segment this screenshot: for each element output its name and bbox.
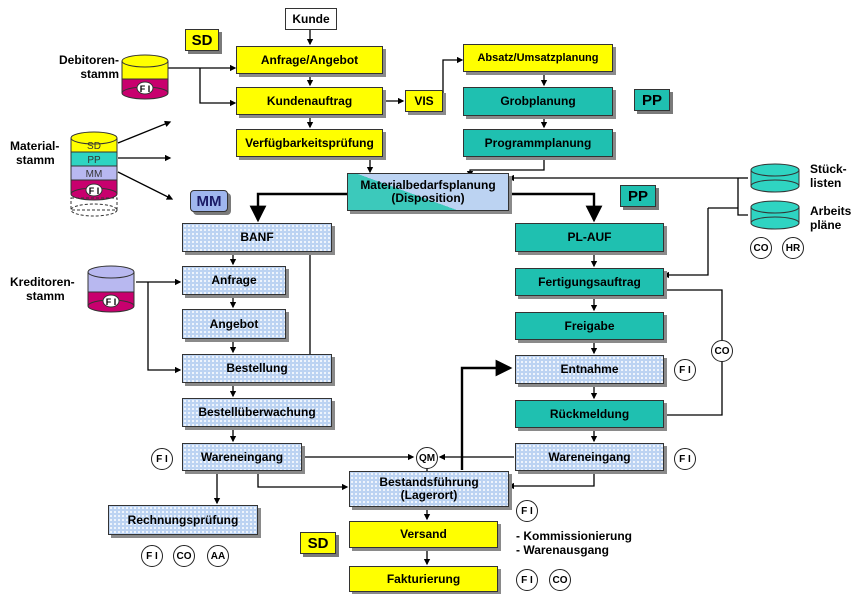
debitoren-fi-label: F I: [140, 84, 151, 94]
warenausgang-note: - Warenausgang: [516, 543, 609, 557]
arbeitsplaene-database-icon: [750, 200, 800, 230]
materialbedarfsplanung-subtitle: (Disposition): [391, 191, 465, 205]
aa-badge-rechnung: AA: [207, 545, 229, 567]
material-layer-mm: MM: [86, 169, 103, 180]
co-badge-rechnung: CO: [173, 545, 195, 567]
fi-badge-wareneingang-right: F I: [674, 448, 696, 470]
stuecklisten-label: Stück- listen: [810, 162, 847, 190]
pl-auf-box[interactable]: PL-AUF: [515, 223, 664, 252]
anfrage-box[interactable]: Anfrage: [182, 266, 286, 295]
arbeitsplaene-label: Arbeits pläne: [810, 204, 851, 232]
fakturierung-box[interactable]: Fakturierung: [349, 566, 498, 592]
kreditoren-fi-label: F I: [106, 297, 117, 307]
freigabe-box[interactable]: Freigabe: [515, 312, 664, 340]
stuecklisten-label-line2: listen: [810, 176, 842, 190]
sd-module-tag-bottom: SD: [300, 532, 336, 554]
versand-notes: - Kommissionierung - Warenausgang: [516, 529, 632, 557]
programmplanung-box[interactable]: Programmplanung: [463, 129, 613, 157]
debitoren-label-line2: stamm: [80, 67, 119, 81]
hr-badge-arbeitsplaene: HR: [782, 237, 804, 259]
kundenauftrag-box[interactable]: Kundenauftrag: [236, 87, 383, 115]
materialbedarfsplanung-title: Materialbedarfsplanung: [360, 178, 496, 192]
fi-badge-wareneingang-left: F I: [151, 448, 173, 470]
material-label-line1: Material-: [10, 139, 60, 153]
wareneingang-right-box[interactable]: Wareneingang: [515, 443, 664, 471]
stuecklisten-label-line1: Stück-: [810, 162, 847, 176]
material-stack-icon: SD PP MM F I: [70, 131, 118, 217]
grobplanung-box[interactable]: Grobplanung: [463, 87, 613, 116]
materialbedarfsplanung-box[interactable]: Materialbedarfsplanung (Disposition): [347, 173, 509, 211]
material-layer-pp: PP: [87, 155, 101, 166]
bestandsfuehrung-box[interactable]: Bestandsführung (Lagerort): [349, 471, 509, 507]
anfrage-angebot-box[interactable]: Anfrage/Angebot: [236, 46, 383, 74]
co-badge-arbeitsplaene: CO: [750, 237, 772, 259]
kreditoren-label-line2: stamm: [26, 289, 65, 303]
debitoren-label: Debitoren- stamm: [53, 53, 119, 81]
absatz-umsatzplanung-box[interactable]: Absatz/Umsatzplanung: [463, 44, 613, 72]
fi-badge-fakturierung: F I: [516, 569, 538, 591]
bestandsfuehrung-subtitle: (Lagerort): [400, 488, 458, 502]
fi-badge-rechnung: F I: [141, 545, 163, 567]
pp-module-tag-top: PP: [634, 89, 670, 111]
entnahme-box[interactable]: Entnahme: [515, 355, 664, 384]
bestellueberwachung-box[interactable]: Bestellüberwachung: [182, 398, 332, 427]
material-layer-fi: F I: [89, 186, 100, 196]
fi-badge-bestand: F I: [516, 500, 538, 522]
fi-badge-entnahme: F I: [674, 359, 696, 381]
debitoren-label-line1: Debitoren-: [59, 53, 119, 67]
kreditoren-label-line1: Kreditoren-: [10, 275, 75, 289]
material-label: Material- stamm: [10, 139, 70, 167]
kreditoren-label: Kreditoren- stamm: [10, 275, 90, 303]
banf-box[interactable]: BANF: [182, 223, 332, 252]
bestandsfuehrung-title: Bestandsführung: [379, 475, 479, 489]
arbeitsplaene-label-line1: Arbeits: [810, 204, 852, 218]
kreditoren-database-icon: F I: [87, 265, 135, 313]
versand-box[interactable]: Versand: [349, 521, 498, 548]
pp-module-tag-mid: PP: [620, 185, 656, 207]
bestellung-box[interactable]: Bestellung: [182, 354, 332, 383]
kommissionierung-note: - Kommissionierung: [516, 529, 633, 543]
sd-module-tag-top: SD: [185, 29, 219, 51]
co-badge-fakturierung: CO: [549, 569, 571, 591]
co-badge-right-loop: CO: [711, 340, 733, 362]
mm-module-tag: MM: [190, 190, 228, 212]
arbeitsplaene-label-line2: pläne: [810, 218, 842, 232]
material-layer-sd: SD: [87, 141, 101, 152]
rueckmeldung-box[interactable]: Rückmeldung: [515, 400, 664, 428]
qm-badge: QM: [416, 447, 438, 469]
fertigungsauftrag-box[interactable]: Fertigungsauftrag: [515, 268, 664, 296]
angebot-box[interactable]: Angebot: [182, 309, 286, 339]
debitoren-database-icon: F I: [121, 54, 169, 100]
material-label-line2: stamm: [16, 153, 55, 167]
rechnungspruefung-box[interactable]: Rechnungsprüfung: [108, 505, 258, 535]
stuecklisten-database-icon: [750, 163, 800, 193]
wareneingang-left-box[interactable]: Wareneingang: [182, 443, 302, 471]
verfuegbarkeitspruefung-box[interactable]: Verfügbarkeitsprüfung: [236, 129, 383, 157]
kunde-box[interactable]: Kunde: [285, 8, 337, 30]
vis-box[interactable]: VIS: [405, 90, 443, 112]
